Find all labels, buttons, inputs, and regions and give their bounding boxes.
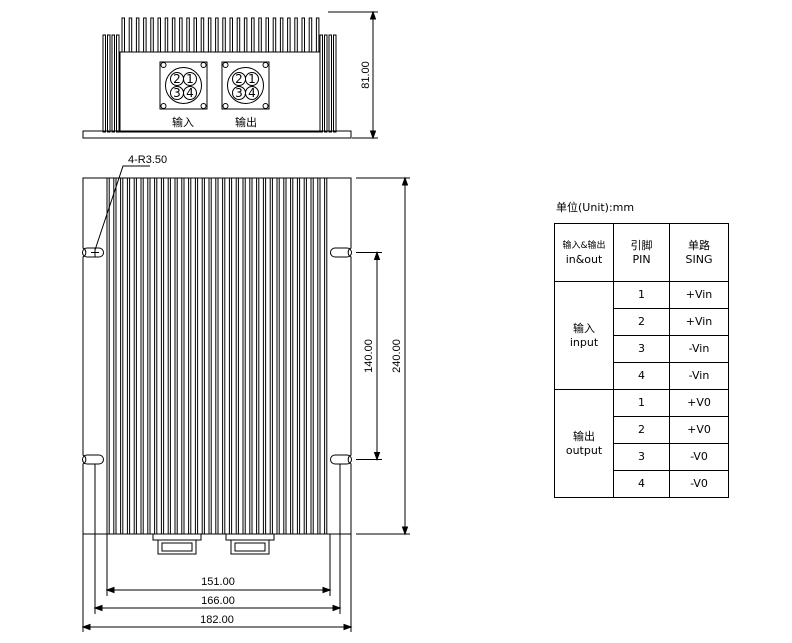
hole-callout-leader: [94, 165, 150, 251]
input-connector: [159, 61, 208, 110]
signal-cell: -Vin: [669, 362, 729, 390]
header-sing: 单路 SING: [669, 223, 729, 282]
header-in-out: 输入&输出 in&out: [554, 223, 614, 282]
pin-cell: 3: [613, 335, 670, 363]
output-pin-3: 3: [235, 86, 243, 100]
group-input-en: input: [569, 335, 599, 349]
input-connector-label: 输入: [172, 115, 194, 129]
input-pin-3: 3: [173, 86, 181, 100]
group-input-cell: 输入 input: [554, 281, 614, 390]
header-in-out-en: in&out: [565, 252, 603, 266]
table-row: 输入 input 1 +Vin: [554, 281, 729, 390]
signal-cell: -Vin: [669, 335, 729, 363]
unit-label: 单位(Unit):mm: [556, 201, 635, 214]
pin-cell: 1: [613, 281, 670, 309]
table-row: 2 +V0: [555, 416, 729, 444]
header-pin-cn: 引脚: [630, 238, 653, 252]
header-sing-cn: 单路: [688, 238, 710, 252]
table-row: 输出 output 1 +V0: [554, 389, 729, 498]
header-sing-en: SING: [685, 252, 713, 266]
hole-callout-label: 4-R3.50: [128, 154, 167, 166]
header-pin: 引脚 PIN: [613, 223, 670, 282]
group-output-en: output: [565, 443, 603, 457]
signal-cell: +Vin: [669, 308, 729, 336]
top-view-base-plate: [82, 130, 352, 139]
output-connector-label: 输出: [235, 115, 257, 129]
signal-cell: +V0: [669, 389, 729, 417]
signal-cell: -V0: [669, 443, 729, 471]
signal-cell: +Vin: [669, 281, 729, 309]
group-output-cn: 输出: [573, 429, 595, 443]
output-pin-4: 4: [248, 86, 256, 100]
pin-cell: 1: [613, 389, 670, 417]
front-connectors: [152, 533, 275, 555]
output-connector: [221, 61, 270, 110]
input-pin-4: 4: [186, 86, 194, 100]
pin-cell: 4: [613, 362, 670, 390]
table-header-row: 输入&输出 in&out 引脚 PIN 单路 SING: [554, 223, 729, 282]
table-row: 3 -Vin: [555, 335, 729, 363]
hole-spacing-dim-label: 140.00: [363, 339, 375, 373]
header-pin-en: PIN: [632, 252, 651, 266]
group-input-cn: 输入: [573, 321, 595, 335]
width-182-label: 182.00: [200, 614, 234, 626]
front-view-fins: [106, 178, 328, 534]
top-view-body: [119, 51, 321, 133]
pin-cell: 4: [613, 470, 670, 498]
group-output-cell: 输出 output: [554, 389, 614, 498]
signal-cell: -V0: [669, 470, 729, 498]
pin-table: 输入&输出 in&out 引脚 PIN 单路 SING 输入 input 1 +…: [554, 223, 729, 498]
mounting-slots: [82, 247, 352, 465]
table-row: 4 -V0: [555, 470, 729, 498]
width-151-label: 151.00: [201, 576, 235, 588]
width-166-label: 166.00: [201, 595, 235, 607]
output-pin-2: 2: [235, 72, 243, 86]
total-height-dim-label: 240.00: [391, 339, 403, 373]
pin-cell: 3: [613, 443, 670, 471]
input-pin-1: 1: [186, 72, 194, 86]
signal-cell: +V0: [669, 416, 729, 444]
pin-cell: 2: [613, 308, 670, 336]
output-pin-1: 1: [248, 72, 256, 86]
front-view: [81, 165, 410, 632]
height-dim-label: 81.00: [360, 61, 372, 89]
input-pin-2: 2: [173, 72, 181, 86]
header-in-out-cn: 输入&输出: [562, 240, 606, 251]
top-view-fins: [102, 17, 337, 133]
top-view: [82, 10, 378, 140]
pin-cell: 2: [613, 416, 670, 444]
